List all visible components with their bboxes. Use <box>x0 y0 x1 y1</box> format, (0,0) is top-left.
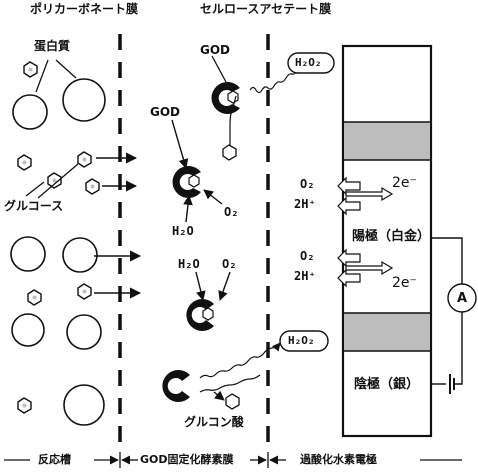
gluconic-acid-label: グルコン酸 <box>184 415 244 429</box>
god-top-pointer <box>211 55 227 83</box>
god-membrane-label: GOD固定化酵素膜 <box>140 453 234 466</box>
protein-pointer <box>35 59 49 93</box>
h2o2-label-bottom: H₂O₂ <box>288 334 315 347</box>
polycarbonate-membrane-label: ポリカーボネート膜 <box>30 2 139 16</box>
electrode-2h-label: 2H⁺ <box>294 269 316 283</box>
glucose-pointer <box>37 163 79 199</box>
gluconic-acid-arrow <box>213 390 225 401</box>
electrode-band-top <box>344 122 430 160</box>
electrode-body <box>341 44 433 438</box>
section-bar <box>4 452 462 468</box>
h2o-label: H₂O <box>172 224 194 238</box>
ammeter-label: A <box>457 291 468 306</box>
h2o-arrow <box>183 195 193 223</box>
protein-molecules <box>10 78 106 426</box>
o2-label: O₂ <box>224 205 239 219</box>
electrode-o2-label: O₂ <box>300 249 315 263</box>
glucose-diffusion-arrows <box>94 152 142 299</box>
god-enzyme-bottom <box>162 370 190 402</box>
h2o2-pill-top <box>287 52 335 74</box>
god-enzymes <box>162 82 240 402</box>
h2o2-pill-bottom <box>279 330 329 352</box>
reaction-tank-label: 反応槽 <box>38 453 71 466</box>
protein-circle <box>12 94 48 130</box>
o2-arrow <box>203 189 223 205</box>
god-to-glucose-wave <box>229 95 237 146</box>
electrode-o2-label: O₂ <box>300 177 315 191</box>
cellulose-acetate-membrane-label: セルロースアセテート膜 <box>200 2 332 16</box>
protein-circle <box>62 237 98 273</box>
electrode-2h-label: 2H⁺ <box>294 197 316 211</box>
h2o2-wavy-bottom <box>199 342 281 379</box>
h2o-arrow <box>195 271 206 301</box>
gluconic-acid-hexagon <box>225 393 240 410</box>
protein-circle <box>66 314 102 350</box>
god-label-top: GOD <box>200 43 231 57</box>
god-enzyme-mid <box>186 299 214 331</box>
protein-circle <box>10 236 46 272</box>
o2-arrow <box>218 271 231 301</box>
protein-circle <box>62 78 106 122</box>
h2o2-label-top: H₂O₂ <box>295 56 322 69</box>
h2o2-wavy-bottom2 <box>199 374 261 393</box>
glucose-pointer <box>25 181 45 197</box>
h2o2-electrode-label: 過酸化水素電極 <box>300 453 377 466</box>
god-enzyme-left <box>172 166 201 198</box>
protein-circle <box>11 313 45 347</box>
cathode-label: 陰極（銀） <box>354 377 420 392</box>
electrode-2e-label: 2e⁻ <box>392 175 417 191</box>
o2-label: O₂ <box>222 257 237 271</box>
electrode-2e-label: 2e⁻ <box>392 275 417 291</box>
glucose-hexagon <box>222 144 237 161</box>
protein-circle <box>63 384 105 426</box>
god-pointer <box>171 119 189 169</box>
h2o-label: H₂O <box>178 257 200 271</box>
glucose-label: グルコース <box>4 199 64 213</box>
god-label-left: GOD <box>150 105 181 119</box>
protein-pointer <box>55 59 77 79</box>
anode-label: 陽極（白金） <box>352 229 431 244</box>
electrode-band-bottom <box>344 313 430 351</box>
anode-reaction-arrows <box>337 176 394 288</box>
protein-label: 蛋白質 <box>34 39 71 53</box>
external-circuit <box>431 237 477 394</box>
h2o2-wavy-top <box>249 57 303 94</box>
